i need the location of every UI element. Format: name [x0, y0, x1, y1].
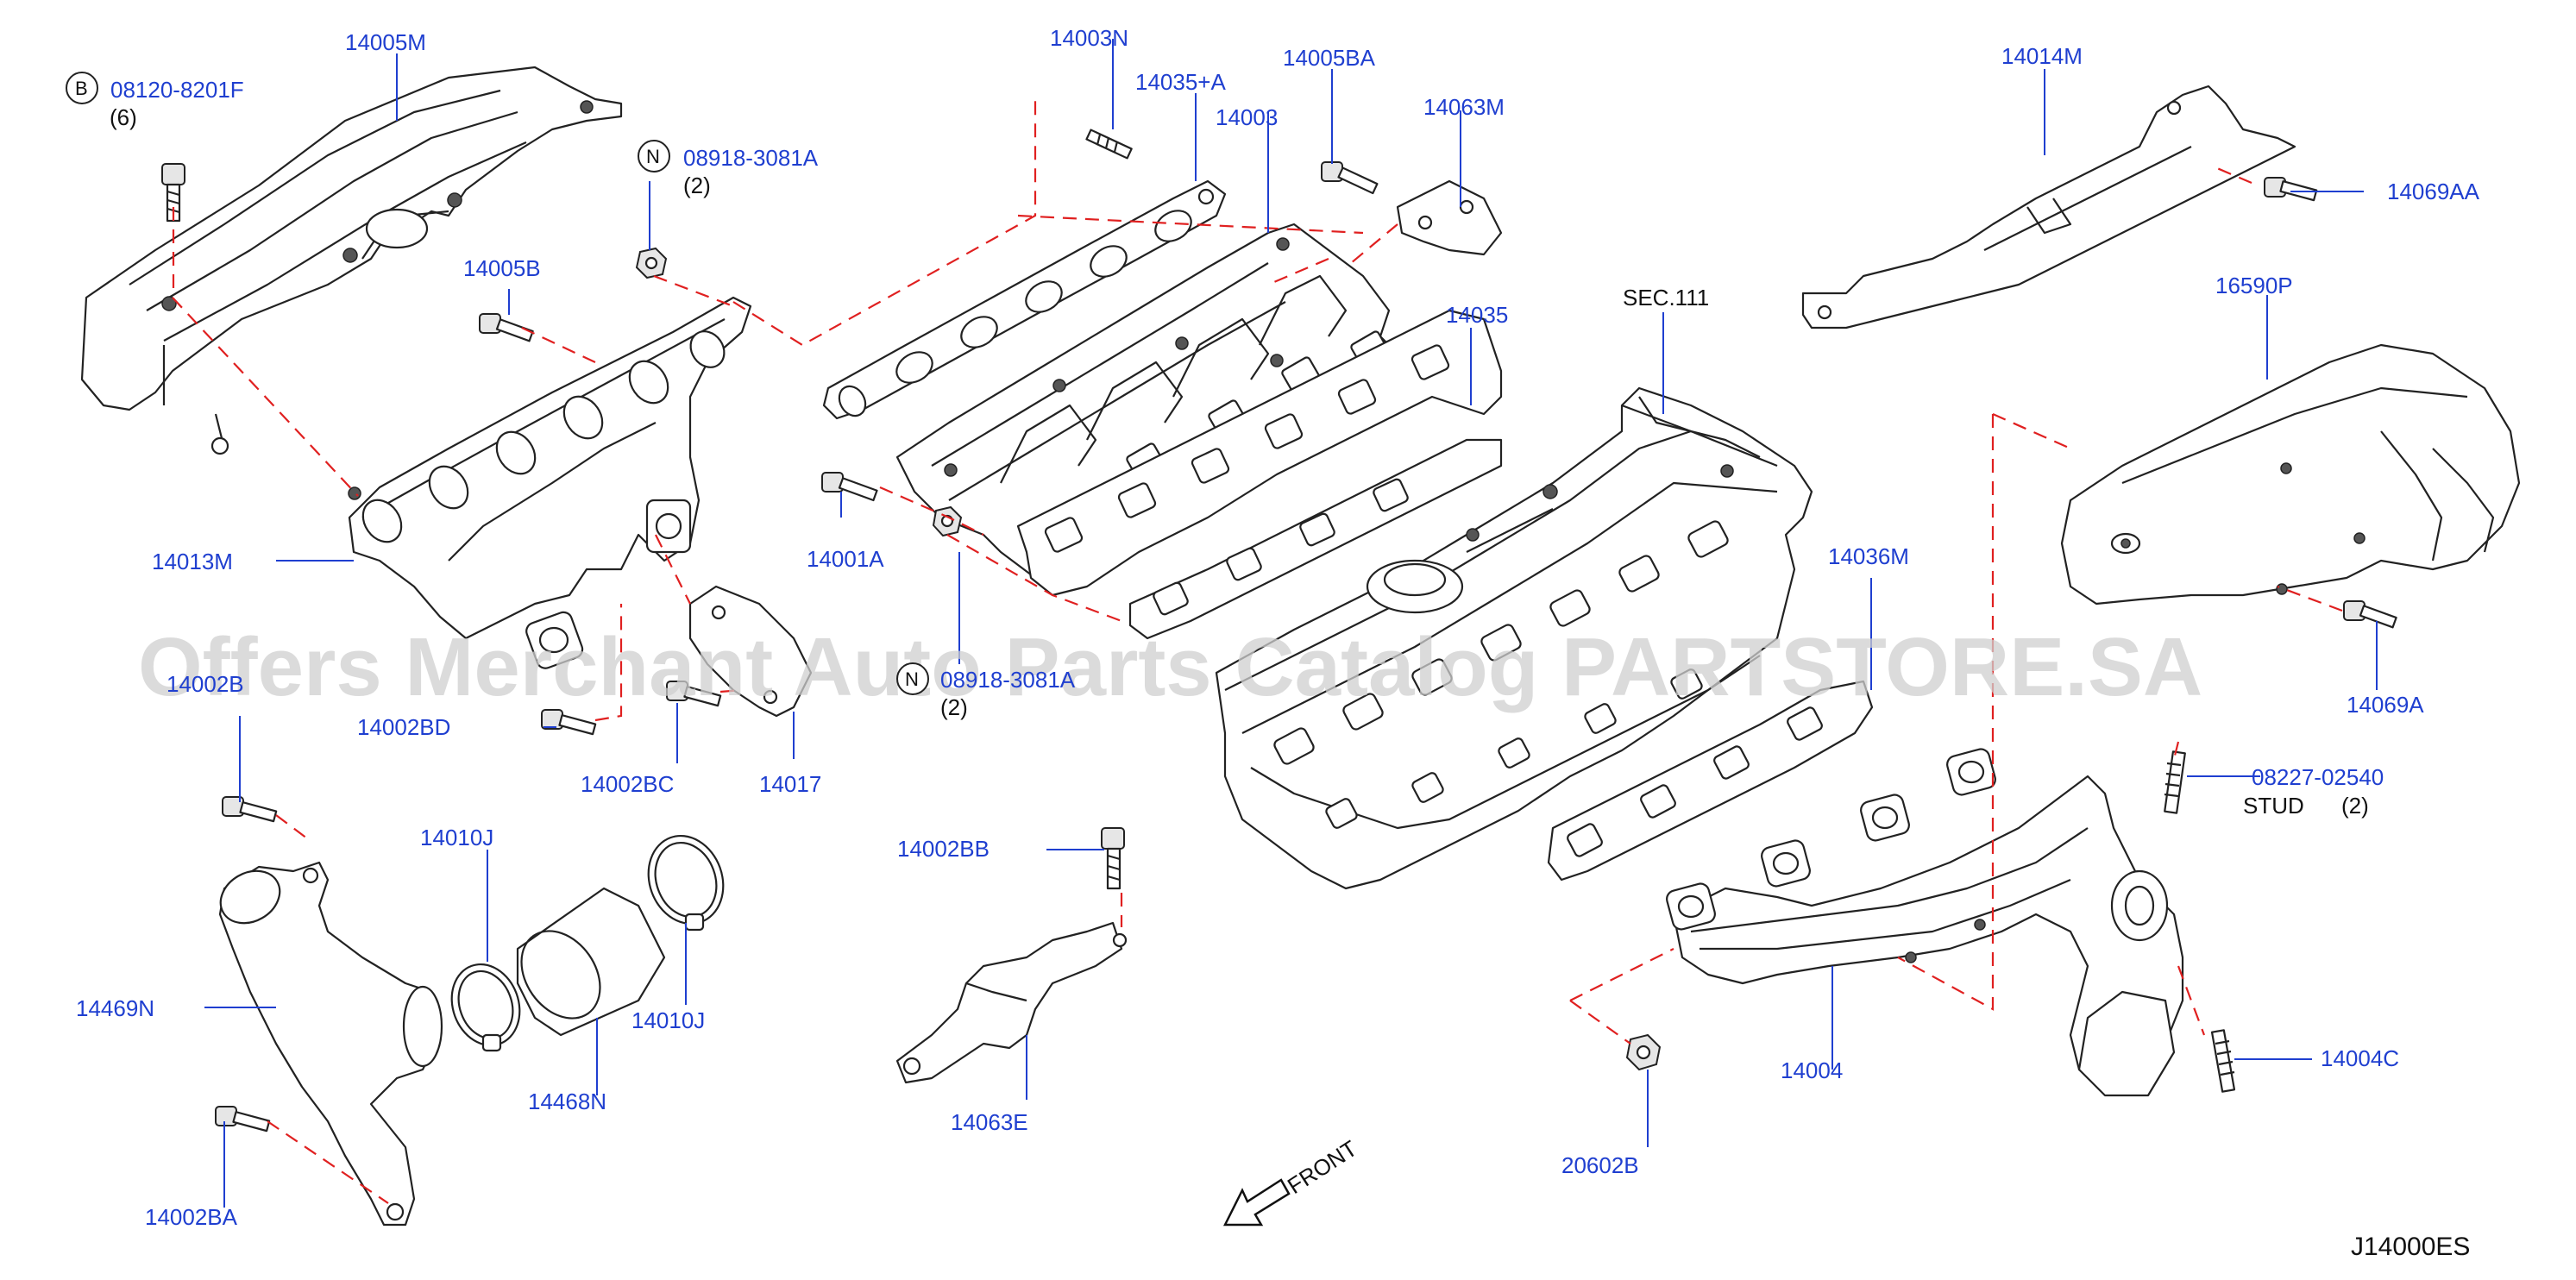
- label-08918-qty: (2): [683, 173, 711, 198]
- bolt-14069aa[interactable]: [2264, 177, 2318, 202]
- label-08918-3081a-lower[interactable]: 08918-3081A: [940, 667, 1076, 693]
- label-14004[interactable]: 14004: [1781, 1057, 1843, 1083]
- label-14002bc[interactable]: 14002BC: [581, 771, 674, 797]
- bracket-14063m[interactable]: [1396, 179, 1503, 256]
- label-08918-lower-qty: (2): [940, 694, 968, 720]
- bolt-08120-8201f[interactable]: [161, 163, 185, 223]
- watermark-text: Offers Merchant Auto Parts Catalog PARTS…: [138, 621, 2202, 713]
- label-08120-8201f[interactable]: 08120-8201F: [110, 77, 244, 103]
- nut-14001a-lower[interactable]: [932, 505, 963, 537]
- nut-08918-3081a[interactable]: [635, 247, 668, 279]
- label-14017[interactable]: 14017: [759, 771, 821, 797]
- label-16590p[interactable]: 16590P: [2215, 273, 2293, 298]
- stud-14003n[interactable]: [1085, 129, 1133, 160]
- label-14005b[interactable]: 14005B: [463, 255, 541, 281]
- label-14468n[interactable]: 14468N: [528, 1089, 606, 1114]
- bolt-14002bb[interactable]: [1101, 827, 1125, 890]
- label-14036m[interactable]: 14036M: [1828, 543, 1909, 569]
- clamp-14010j-left[interactable]: [441, 955, 531, 1055]
- bolt-14001a[interactable]: [821, 472, 878, 502]
- leader-lines: [204, 39, 2378, 1208]
- nut-20602b[interactable]: [1625, 1033, 1662, 1071]
- label-14063m[interactable]: 14063M: [1423, 94, 1505, 120]
- gasket-14036m-lower[interactable]: [1128, 438, 1503, 640]
- label-14069a[interactable]: 14069A: [2347, 692, 2424, 718]
- label-14001a[interactable]: 14001A: [807, 546, 884, 572]
- hose-14468n[interactable]: [506, 887, 666, 1037]
- heat-shield-16590p[interactable]: [2060, 343, 2521, 605]
- label-14069aa[interactable]: 14069AA: [2387, 179, 2480, 204]
- bolt-14002ba[interactable]: [215, 1106, 271, 1133]
- label-14063e[interactable]: 14063E: [951, 1109, 1028, 1135]
- label-14002b[interactable]: 14002B: [166, 671, 244, 697]
- label-14014m[interactable]: 14014M: [2001, 43, 2083, 69]
- bolt-14069a[interactable]: [2343, 600, 2397, 629]
- gasket-14036m[interactable]: [1547, 680, 1874, 882]
- label-14004c[interactable]: 14004C: [2321, 1045, 2399, 1071]
- stud-14004c[interactable]: [2210, 1029, 2236, 1093]
- badge-b-icon: [66, 72, 98, 104]
- front-label: FRONT: [1283, 1135, 1362, 1199]
- gasket-14035a[interactable]: [822, 179, 1227, 421]
- label-14005m[interactable]: 14005M: [345, 29, 426, 55]
- label-08227-02540[interactable]: 08227-02540: [2252, 764, 2384, 790]
- label-14005ba[interactable]: 14005BA: [1283, 45, 1376, 71]
- label-14469n[interactable]: 14469N: [76, 995, 154, 1021]
- label-08120-qty: (6): [110, 104, 137, 130]
- bolt-14002bc[interactable]: [666, 681, 722, 707]
- label-14003n[interactable]: 14003N: [1050, 25, 1128, 51]
- bracket-14063e[interactable]: [895, 921, 1128, 1084]
- badge-n2-letter: N: [905, 668, 919, 690]
- label-14035[interactable]: 14035: [1446, 302, 1508, 328]
- badge-b-letter: B: [75, 78, 88, 99]
- bolt-14002b[interactable]: [222, 796, 278, 823]
- label-stud: STUD: [2243, 793, 2304, 819]
- front-arrow-icon: [1222, 1178, 1291, 1227]
- label-14002bb[interactable]: 14002BB: [897, 836, 990, 862]
- badge-n-letter: N: [646, 146, 660, 167]
- pipe-14469n[interactable]: [211, 861, 443, 1227]
- diagram-code: J14000ES: [2351, 1233, 2470, 1261]
- label-14003[interactable]: 14003: [1216, 104, 1278, 130]
- label-14013m[interactable]: 14013M: [152, 549, 233, 574]
- label-14002ba[interactable]: 14002BA: [145, 1204, 238, 1230]
- label-14010j-left[interactable]: 14010J: [420, 825, 493, 850]
- bolt-14005ba[interactable]: [1321, 161, 1379, 195]
- heat-shield-14005m[interactable]: [80, 66, 623, 455]
- stud-08227-02540[interactable]: [2164, 750, 2186, 814]
- badge-n2-icon: [896, 662, 929, 695]
- connection-lines: [172, 99, 2343, 1204]
- gasket-14035[interactable]: [1016, 309, 1503, 597]
- label-20602b[interactable]: 20602B: [1561, 1152, 1639, 1178]
- label-14035a[interactable]: 14035+A: [1135, 69, 1226, 95]
- clamp-14010j-right[interactable]: [637, 825, 736, 934]
- bracket-14017[interactable]: [688, 585, 813, 718]
- bracket-14014m[interactable]: [1801, 85, 2296, 329]
- label-sec111[interactable]: SEC.111: [1623, 285, 1709, 311]
- bolt-14002bd[interactable]: [541, 709, 597, 736]
- bolt-14005b[interactable]: [479, 313, 534, 342]
- label-14002bd[interactable]: 14002BD: [357, 714, 450, 740]
- cylinder-head-sec111[interactable]: [1215, 386, 1813, 890]
- label-08918-3081a[interactable]: 08918-3081A: [683, 145, 819, 171]
- label-14010j-right[interactable]: 14010J: [631, 1007, 705, 1033]
- label-stud-qty: (2): [2341, 793, 2369, 819]
- badge-n-icon: [638, 140, 670, 173]
- exhaust-manifold-14004[interactable]: [1665, 747, 2184, 1097]
